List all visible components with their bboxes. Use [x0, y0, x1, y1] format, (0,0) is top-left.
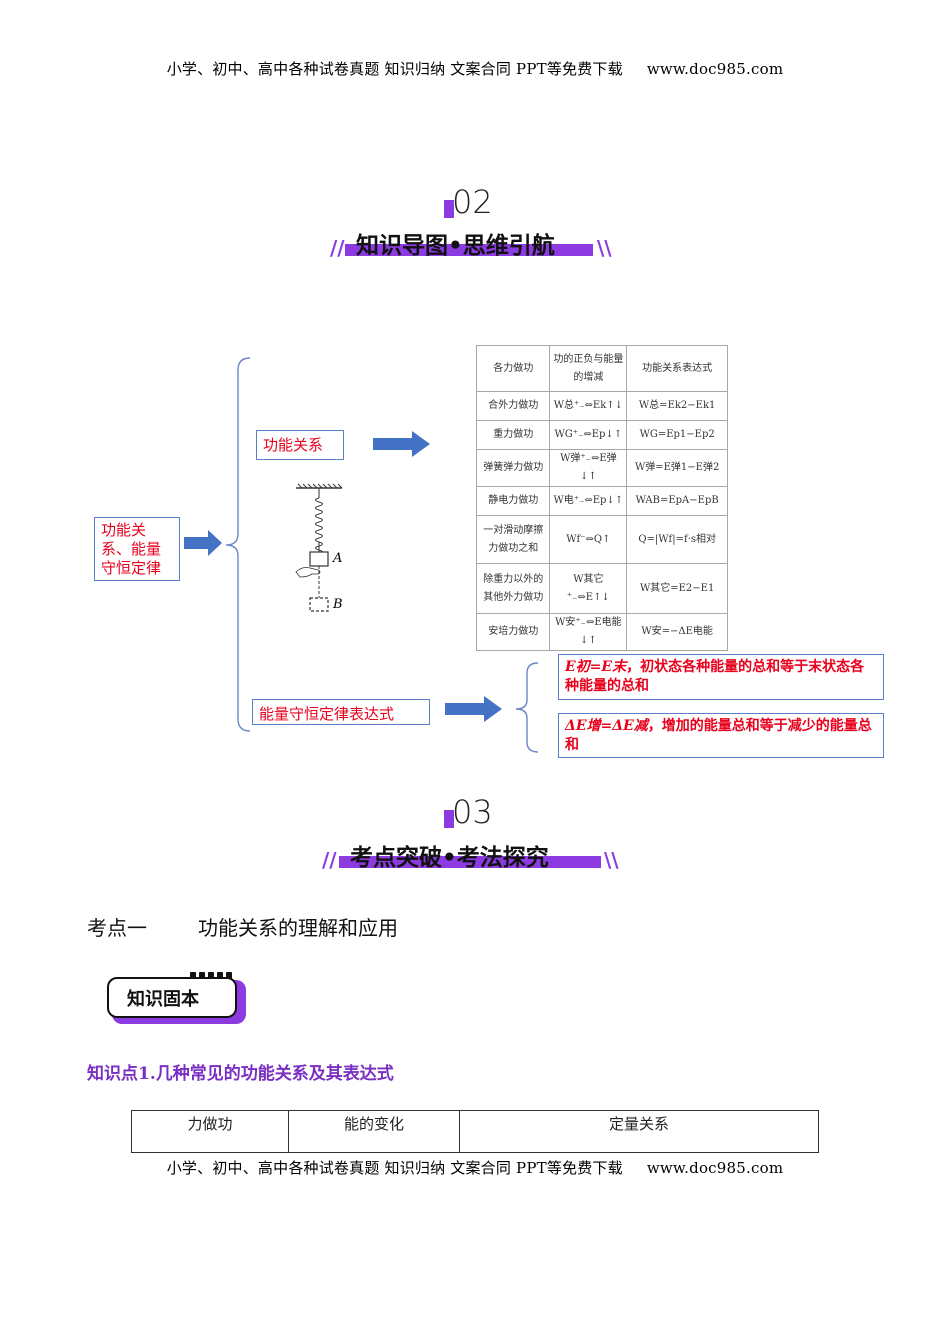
- kt-header-2: 功能关系表达式: [626, 345, 728, 392]
- section03-number-mark: [444, 810, 454, 828]
- arrow-root: [184, 530, 222, 556]
- badge-frame: [107, 977, 237, 1018]
- kt-cell: 静电力做功: [475, 486, 551, 516]
- footer-site: www.doc985.com: [646, 1159, 784, 1177]
- mindmap-branch2-label: 能量守恒定律表达式: [259, 705, 395, 723]
- formula2-box: ΔE增=ΔE减，增加的能量总和等于减少的能量总和: [558, 713, 884, 758]
- header-site: www.doc985.com: [646, 60, 784, 78]
- kt-cell: 安培力做功: [475, 613, 551, 651]
- bt-header-energy: 能的变化: [288, 1110, 460, 1153]
- section03-slash-left: //: [322, 848, 337, 872]
- kt-cell: WAB=EpA−EpB: [626, 486, 728, 516]
- section02-number-mark: [444, 200, 454, 218]
- kt-cell: 弹簧弹力做功: [475, 449, 551, 487]
- mindmap-branch1-label: 功能关系: [263, 436, 324, 454]
- section02-slash-left: //: [330, 236, 345, 260]
- main-bracket: [225, 357, 251, 732]
- kt-cell: W安=−ΔE电能: [626, 613, 728, 651]
- formula2-lead: ΔE增=ΔE减: [565, 718, 648, 734]
- kt-cell: W其它=E2−E1: [626, 563, 728, 614]
- kt-cell: 除重力以外的其他外力做功: [475, 563, 551, 614]
- footer-text: 小学、初中、高中各种试卷真题 知识归纳 文案合同 PPT等免费下载: [166, 1159, 623, 1177]
- bt-header-quant: 定量关系: [459, 1110, 819, 1153]
- section03-slash-right: \\: [604, 848, 619, 872]
- kt-cell: Q=|Wf|=f·s相对: [626, 515, 728, 564]
- section02-title-band: [345, 244, 593, 256]
- kt-header-0: 各力做功: [475, 345, 551, 392]
- kt-cell: W弹⁺₋⇔E弹↓↑: [549, 449, 628, 487]
- formula2-text: ，增加的能量总和等于减少的能量总和: [565, 718, 872, 753]
- section03-title-band: [339, 856, 601, 868]
- arrow-branch2: [445, 696, 502, 722]
- formula1-box: E初=E末，初状态各种能量的总和等于末状态各种能量的总和: [558, 654, 884, 700]
- knowledge-point-title: 知识点1.几种常见的功能关系及其表达式: [87, 1064, 394, 1084]
- mindmap-arrows: [184, 357, 539, 753]
- mindmap-branch2-box: 能量守恒定律表达式: [252, 699, 430, 725]
- section02-number: 02: [452, 183, 493, 221]
- kt-cell: WG=Ep1−Ep2: [626, 420, 728, 450]
- right-bracket: [515, 662, 539, 753]
- kt-cell: W总=Ek2−Ek1: [626, 391, 728, 421]
- mindmap-root-label: 功能关系、能量守恒定律: [101, 521, 162, 577]
- bottom-table: 力做功 能的变化 定量关系: [131, 1110, 819, 1153]
- kt-cell: W总⁺₋⇔Ek↑↓: [549, 391, 628, 421]
- arrow-branch1: [373, 431, 430, 457]
- kt-cell: W电⁺₋⇔Ep↓↑: [549, 486, 628, 516]
- kt-cell: Wf⁻⇔Q↑: [549, 515, 628, 564]
- formula1-text: ，初状态各种能量的总和等于末状态各种能量的总和: [565, 659, 865, 694]
- kt-cell: 合外力做功: [475, 391, 551, 421]
- kaodian-label: 考点一: [87, 916, 147, 940]
- bt-header-force: 力做功: [131, 1110, 289, 1153]
- mindmap-root-box: 功能关系、能量守恒定律: [94, 517, 180, 581]
- mindmap-branch1-box: 功能关系: [256, 430, 344, 460]
- kt-cell: W弹=E弹1−E弹2: [626, 449, 728, 487]
- section03-title: 考点突破•考法探究: [350, 845, 549, 871]
- kt-header-1: 功的正负与能量的增减: [549, 345, 628, 392]
- header-text: 小学、初中、高中各种试卷真题 知识归纳 文案合同 PPT等免费下载: [166, 60, 623, 78]
- kt-cell: 重力做功: [475, 420, 551, 450]
- spring-label-a: A: [333, 551, 343, 566]
- section03-number: 03: [452, 793, 493, 831]
- section02-slash-right: \\: [597, 236, 612, 260]
- kaodian-title: 功能关系的理解和应用: [198, 916, 398, 940]
- kt-cell: W其它⁺₋⇔E↑↓: [549, 563, 628, 614]
- spring-label-b: B: [333, 597, 343, 612]
- spring-diagram: [295, 483, 343, 612]
- section02-title: 知识导图•思维引航: [356, 233, 555, 259]
- badge-rings: [190, 972, 234, 979]
- badge-label: 知识固本: [127, 989, 199, 1010]
- kt-cell: W安⁺₋⇔E电能↓↑: [549, 613, 628, 651]
- page-header: 小学、初中、高中各种试卷真题 知识归纳 文案合同 PPT等免费下载 www.doc…: [0, 58, 950, 79]
- kt-cell: 一对滑动摩擦力做功之和: [475, 515, 551, 564]
- kt-cell: WG⁺₋⇔Ep↓↑: [549, 420, 628, 450]
- page-footer: 小学、初中、高中各种试卷真题 知识归纳 文案合同 PPT等免费下载 www.doc…: [0, 1157, 950, 1178]
- formula1-lead: E初=E末: [565, 659, 627, 675]
